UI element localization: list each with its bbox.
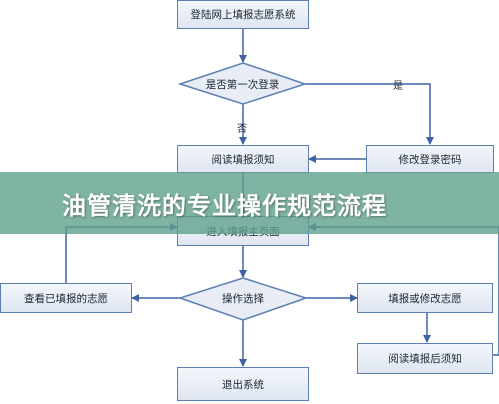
node-read-after-notice: 阅读填报后须知 — [357, 343, 493, 374]
node-view-submitted: 查看已填报的志愿 — [0, 283, 132, 313]
title-banner: 油管清洗的专业操作规范流程 — [0, 172, 499, 234]
arrow-decision-to-change-password — [305, 83, 434, 145]
banner-title: 油管清洗的专业操作规范流程 — [62, 191, 387, 220]
arrow-view-submitted-loop — [65, 223, 178, 283]
node-first-login-label: 是否第一次登录 — [205, 78, 280, 91]
edge-label-yes: 是 — [393, 81, 403, 92]
node-read-notice: 阅读填报须知 — [177, 145, 309, 173]
node-login: 登陆网上填报志愿系统 — [177, 0, 309, 29]
edge-label-no: 否 — [237, 124, 247, 135]
node-change-password: 修改登录密码 — [366, 145, 494, 173]
node-fill-or-modify: 填报或修改志愿 — [357, 283, 493, 313]
node-operation-choice-label: 操作选择 — [222, 292, 264, 305]
decision-first-login-shape — [177, 62, 308, 105]
node-exit-system: 退出系统 — [177, 367, 309, 401]
decision-operation-choice-shape — [177, 277, 309, 321]
